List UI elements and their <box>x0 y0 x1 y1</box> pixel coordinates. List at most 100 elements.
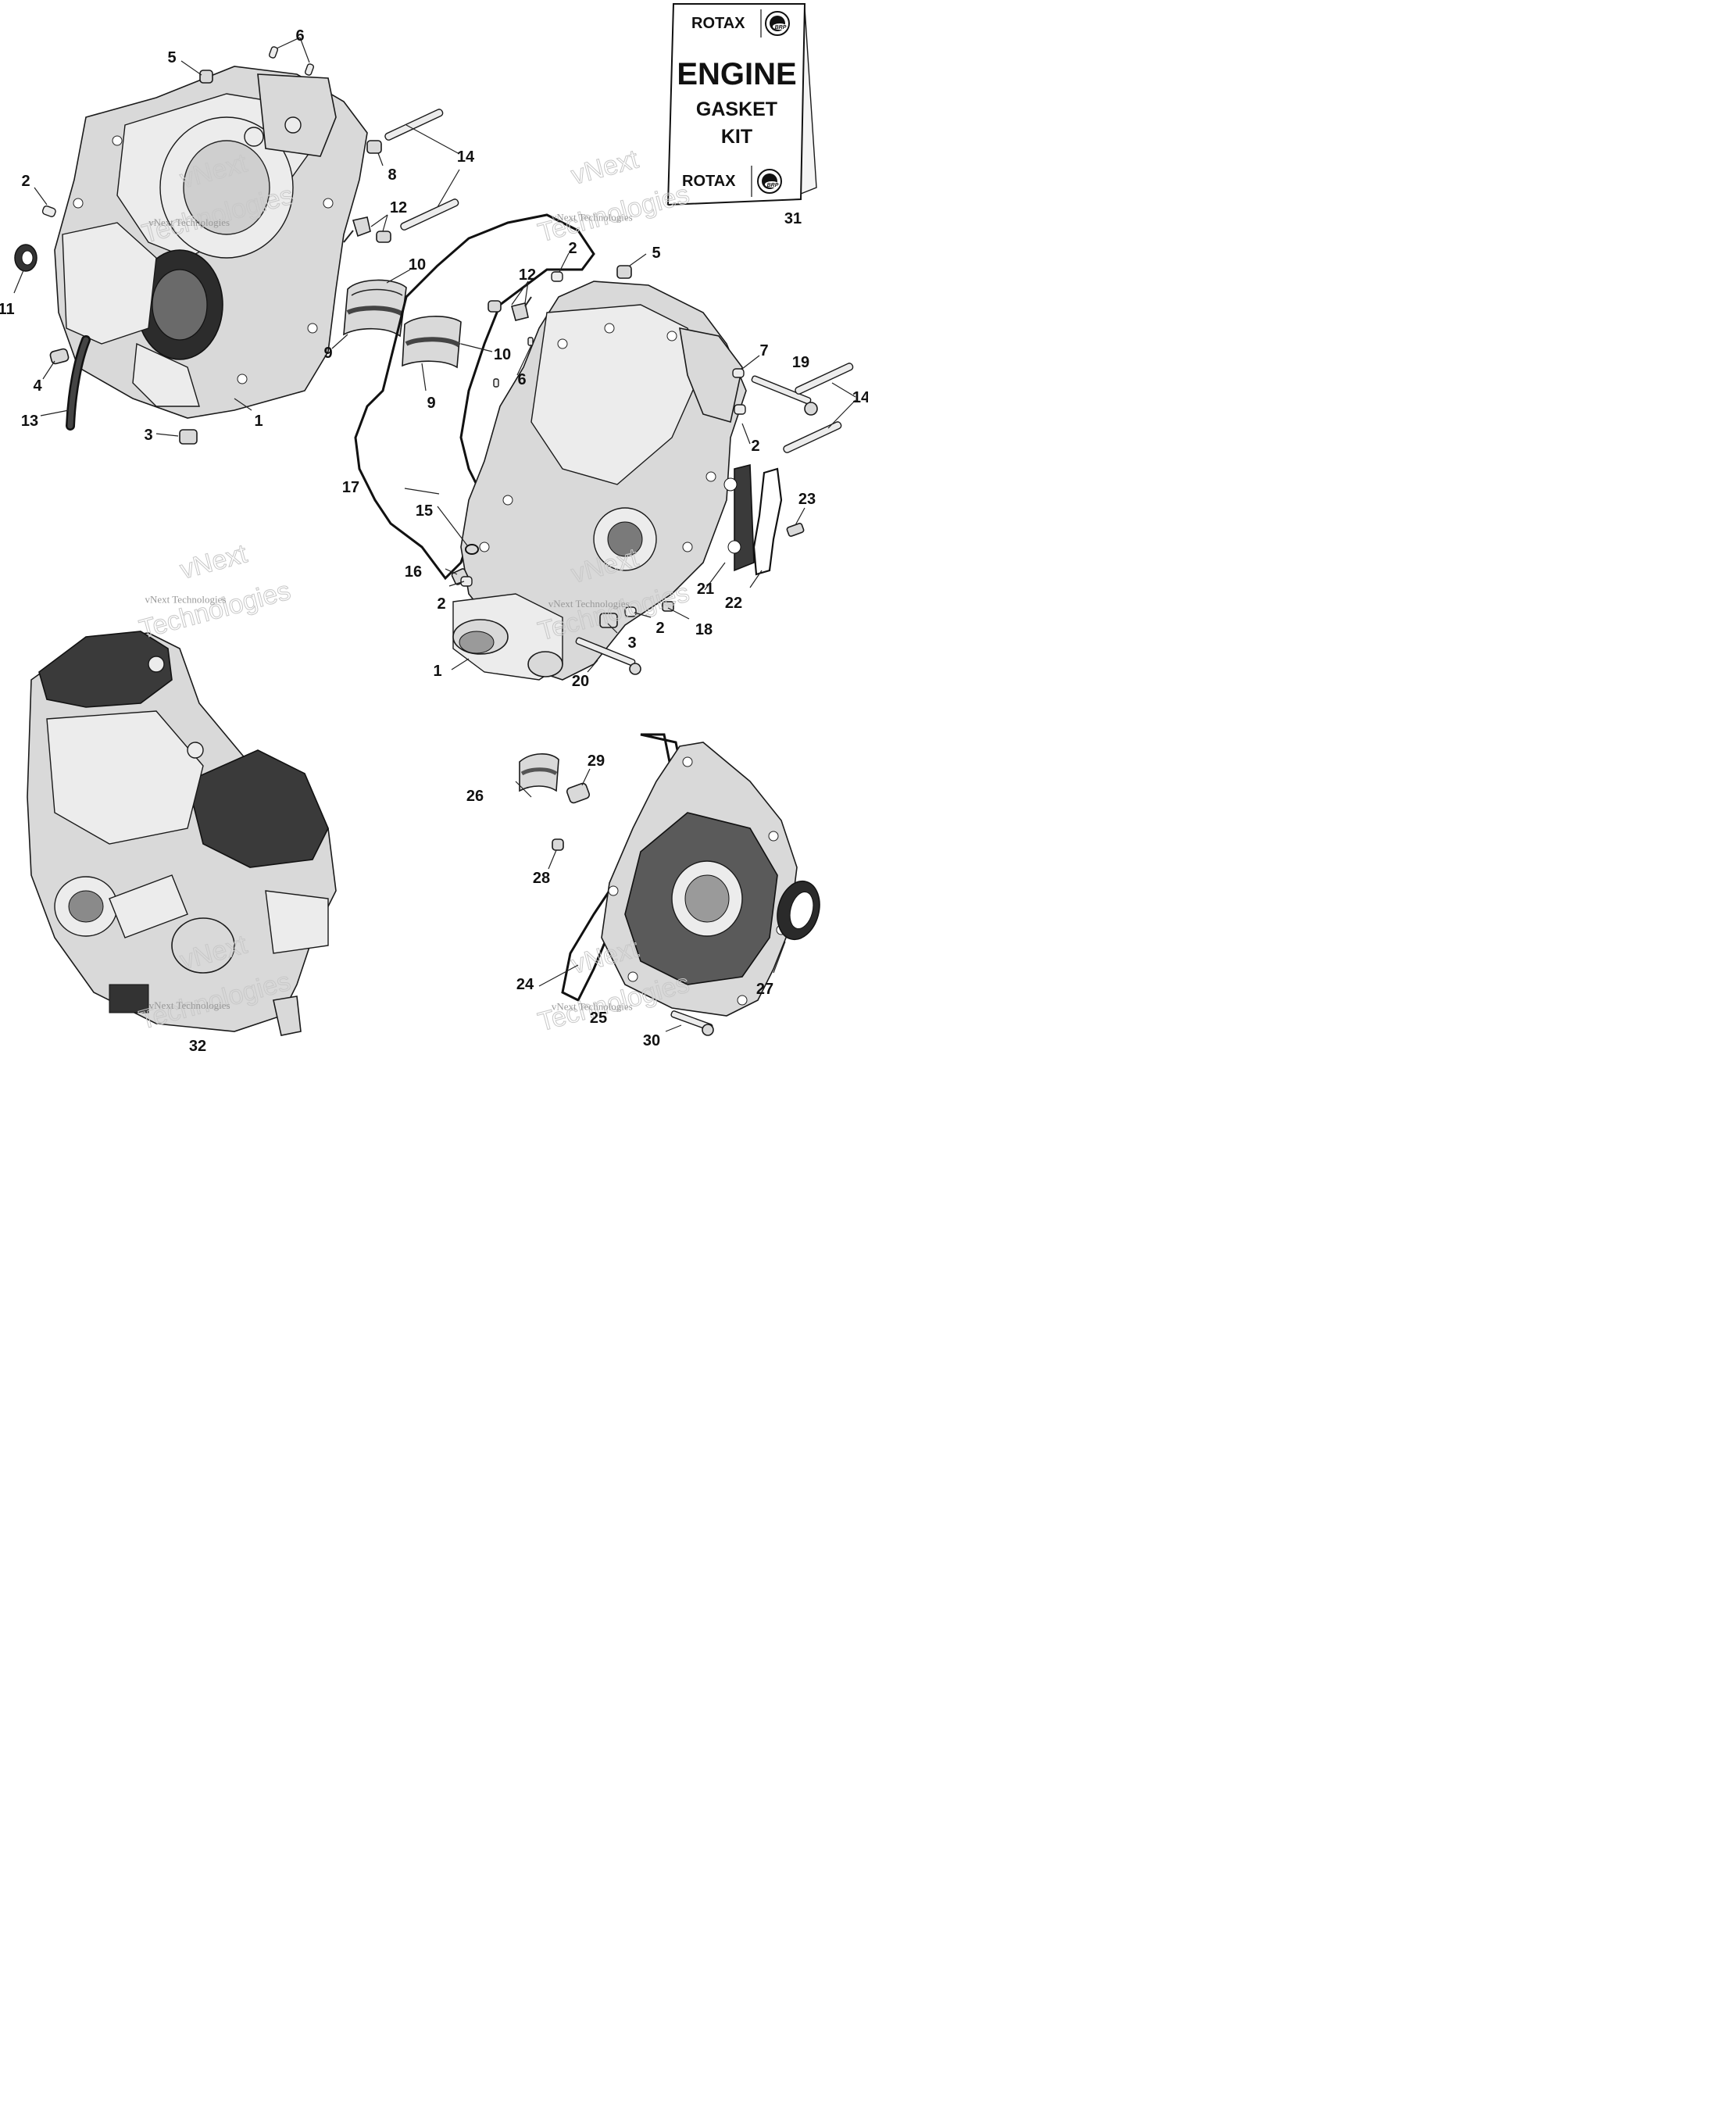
svg-text:BRP: BRP <box>775 25 787 30</box>
callout-numbers: 1 1 2 2 2 2 2 3 3 4 5 5 6 6 7 8 9 9 10 1… <box>0 27 868 1055</box>
callout-9-b: 9 <box>427 395 435 412</box>
sleeve-5-left <box>199 70 213 84</box>
callout-2-e: 2 <box>655 620 664 637</box>
stud-14-right-b <box>783 421 842 453</box>
bolt-18 <box>662 601 674 612</box>
kit-title-kit: KIT <box>721 126 752 148</box>
pin-6-c <box>527 337 534 346</box>
stud-14-upper-a <box>384 109 444 141</box>
svg-text:vNext Technologies: vNext Technologies <box>149 999 230 1011</box>
callout-9-a: 9 <box>323 345 332 362</box>
sleeve-3-left <box>179 429 198 445</box>
callout-2-c: 2 <box>751 438 759 455</box>
dowel-2-lower-right <box>624 606 637 617</box>
kit-title-gasket: GASKET <box>696 98 777 120</box>
svg-text:vNext: vNext <box>177 538 250 584</box>
rear-cover-25 <box>601 742 798 1017</box>
svg-text:vNext: vNext <box>568 145 641 191</box>
callout-1-left: 1 <box>254 413 263 430</box>
svg-text:BRP: BRP <box>767 183 779 188</box>
dowel-2-lower-left <box>460 576 473 587</box>
fitting-12-upper <box>343 216 391 243</box>
brp-badge-top-icon: BRP <box>765 11 790 36</box>
callout-3-right: 3 <box>627 634 636 652</box>
oil-seal-27 <box>777 880 820 941</box>
bearing-9-10-upper <box>343 279 407 338</box>
stud-14-upper-b <box>400 198 459 231</box>
bolt-20 <box>575 637 641 675</box>
oil-seal-11 <box>14 244 38 272</box>
callout-23: 23 <box>798 491 816 508</box>
callout-30: 30 <box>643 1032 660 1049</box>
bolt-19 <box>751 375 818 416</box>
callout-2-d: 2 <box>437 595 445 613</box>
callout-21: 21 <box>697 581 714 598</box>
pin-6-a <box>268 46 279 59</box>
plug-29 <box>566 782 591 804</box>
callout-15: 15 <box>416 502 433 520</box>
callout-27: 27 <box>756 981 773 998</box>
crankcase-half-left <box>54 66 368 419</box>
sleeve-5-right <box>616 265 632 279</box>
callout-14-b: 14 <box>852 389 868 406</box>
brp-badge-bottom-icon: BRP <box>757 169 782 194</box>
bolt-30 <box>670 1010 714 1036</box>
gasket-kit-box: ROTAX BRP ENGINE GASKET KIT ROTAX BRP <box>666 3 817 206</box>
callout-24: 24 <box>516 976 534 993</box>
callout-12-a: 12 <box>390 199 407 216</box>
svg-text:vNext Technologies: vNext Technologies <box>145 594 226 606</box>
callout-17: 17 <box>342 479 359 496</box>
svg-text:vNext Technologies: vNext Technologies <box>552 1000 633 1012</box>
o-ring-15 <box>465 544 479 555</box>
callout-11: 11 <box>0 301 15 318</box>
kit-brand-top: ROTAX <box>691 15 745 32</box>
kit-brand-bottom: ROTAX <box>682 173 736 190</box>
pin-7 <box>732 368 745 378</box>
callout-19: 19 <box>792 354 809 371</box>
dowel-2-right <box>734 404 746 415</box>
callout-16: 16 <box>405 563 422 581</box>
callout-31: 31 <box>784 210 802 227</box>
callout-6-top: 6 <box>295 27 304 45</box>
pin-6-d <box>493 378 499 388</box>
stud-14-right-a <box>795 363 854 395</box>
dowel-pin-2-left <box>41 205 56 217</box>
sleeve-3-right <box>599 613 618 628</box>
gasket-22 <box>752 467 783 576</box>
svg-text:vNext Technologies: vNext Technologies <box>552 211 633 223</box>
kit-title-engine: ENGINE <box>677 57 796 91</box>
callout-32: 32 <box>189 1038 206 1055</box>
assembled-engine-32 <box>27 631 337 1036</box>
callout-20: 20 <box>572 673 589 690</box>
leader-lines <box>13 37 856 1032</box>
seal-21 <box>723 463 755 572</box>
callout-22: 22 <box>725 595 742 612</box>
svg-text:vNext Technologies: vNext Technologies <box>148 216 230 228</box>
callout-8: 8 <box>388 166 396 184</box>
callout-13: 13 <box>21 413 38 430</box>
fitting-12-middle <box>488 296 532 321</box>
callout-2-a: 2 <box>21 173 30 190</box>
bolt-23 <box>786 522 805 538</box>
callout-2-b: 2 <box>568 240 577 257</box>
sleeve-4 <box>49 348 70 365</box>
crankcase-half-right <box>452 281 747 681</box>
callout-18: 18 <box>695 621 713 638</box>
callout-10-a: 10 <box>409 256 426 273</box>
engine-crankcase-exploded-diagram: ROTAX BRP ENGINE GASKET KIT ROTAX BRP <box>0 3 868 1055</box>
callout-6-mid: 6 <box>517 371 526 388</box>
callout-3-left: 3 <box>144 427 152 444</box>
callout-10-b: 10 <box>494 346 511 363</box>
bearing-9-10-lower <box>402 316 462 369</box>
dowel-2-mid-a <box>551 271 563 282</box>
callout-25: 25 <box>590 1010 607 1027</box>
bearing-26 <box>519 753 559 792</box>
callout-1-right: 1 <box>433 663 441 680</box>
svg-text:Technologies: Technologies <box>136 576 294 645</box>
sleeve-28 <box>552 838 564 851</box>
watermark-2: vNext Technologies vNext Technologies <box>534 144 693 248</box>
pin-6-b <box>304 63 315 76</box>
callout-5-left: 5 <box>167 49 176 66</box>
watermark-3: vNext Technologies vNext Technologies <box>136 538 295 645</box>
callout-29: 29 <box>588 752 605 770</box>
